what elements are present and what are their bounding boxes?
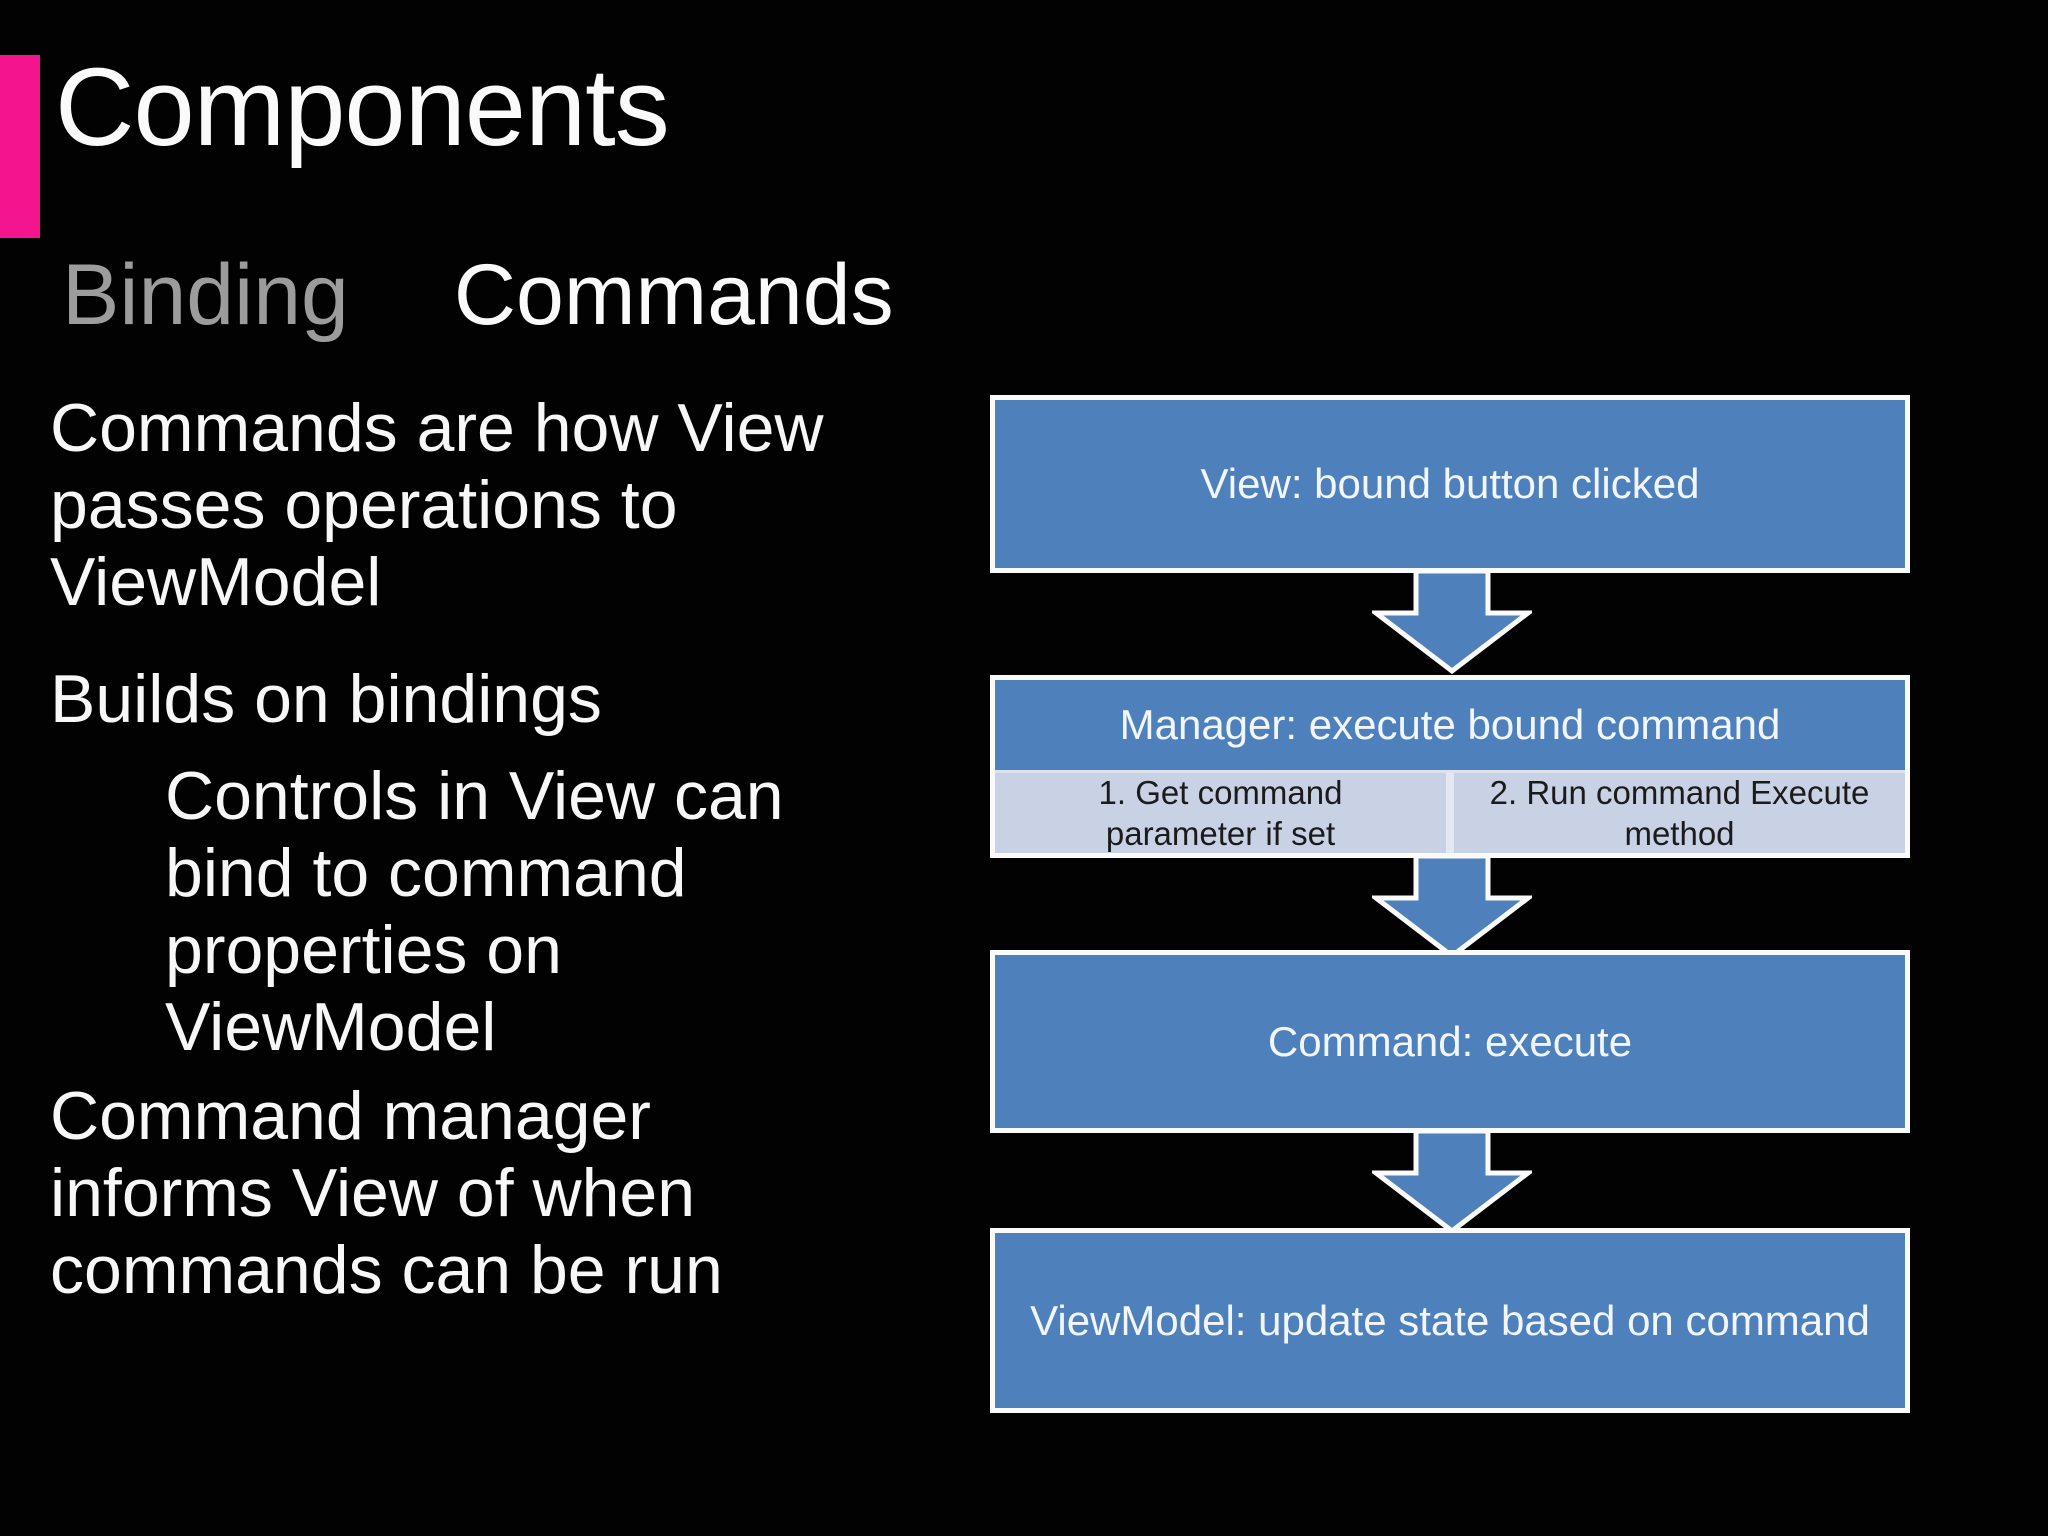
bullet-list: Commands are how View passes operations … (50, 390, 980, 1309)
substep-row: 1. Get command parameter if set 2. Run c… (995, 773, 1905, 853)
bullet-line: bind to command (165, 835, 687, 911)
flow-step-manager: Manager: execute bound command 1. Get co… (990, 675, 1910, 858)
bullet-paragraph: Commands are how View passes operations … (50, 390, 980, 621)
tab-binding[interactable]: Binding (62, 247, 349, 343)
bullet-line: commands can be run (50, 1232, 723, 1308)
flow-step-label: ViewModel: update state based on command (1030, 1296, 1870, 1344)
page-title: Components (55, 46, 670, 169)
flow-step-viewmodel: ViewModel: update state based on command (990, 1228, 1910, 1413)
flow-step-label: Command: execute (1267, 1017, 1633, 1065)
substep-cell: 2. Run command Execute method (1454, 773, 1905, 853)
bullet-line: passes operations to (50, 467, 678, 543)
bullet-line: Builds on bindings (50, 661, 602, 737)
divider (995, 770, 1905, 773)
flow-step-label: Manager: execute bound command (1119, 701, 1781, 748)
substep-cell: 1. Get command parameter if set (995, 773, 1446, 853)
bullet-paragraph: Builds on bindings (50, 661, 980, 738)
pivot-tabs: Binding Commands (62, 246, 894, 345)
tab-commands[interactable]: Commands (453, 247, 894, 343)
flow-step-command: Command: execute (990, 950, 1910, 1133)
bullet-line: ViewModel (165, 989, 497, 1065)
bullet-line: ViewModel (50, 544, 382, 620)
accent-bar (0, 55, 40, 238)
divider (1446, 773, 1454, 853)
flow-step-view: View: bound button clicked (990, 395, 1910, 573)
bullet-line: informs View of when (50, 1155, 696, 1231)
down-arrow-icon (1372, 569, 1532, 674)
bullet-line: Commands are how View (50, 390, 824, 466)
bullet-line: properties on (165, 912, 562, 988)
down-arrow-icon (1372, 854, 1532, 959)
bullet-line: Controls in View can (165, 758, 784, 834)
down-arrow-icon (1372, 1129, 1532, 1234)
bullet-paragraph: Command manager informs View of when com… (50, 1078, 980, 1309)
bullet-paragraph-sub: Controls in View can bind to command pro… (50, 758, 980, 1066)
bullet-line: Command manager (50, 1078, 651, 1154)
flow-step-label: View: bound button clicked (1200, 460, 1700, 507)
